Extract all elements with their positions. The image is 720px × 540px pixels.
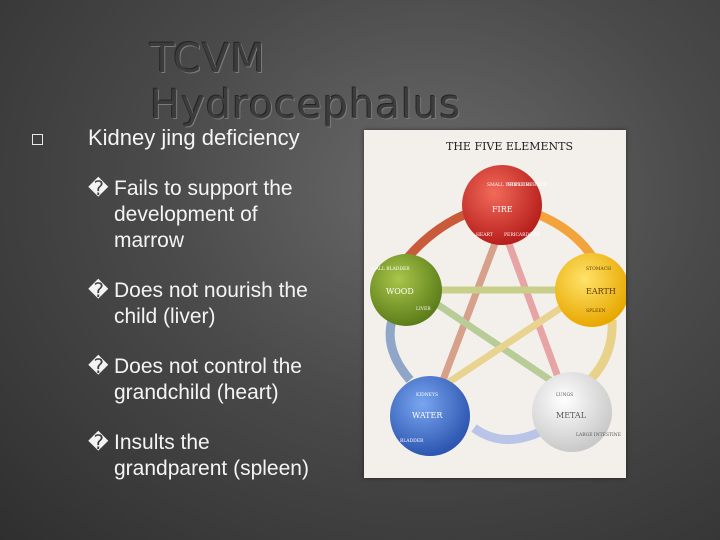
fire-organ-label: SMALL INTESTINE: [487, 182, 532, 188]
sub-bullet-3-line2: grandchild (heart): [114, 381, 279, 404]
earth-organ-label: SPLEEN: [586, 308, 606, 314]
main-bullet-text: Kidney jing deficiency: [88, 125, 300, 150]
metal-sphere: [532, 372, 612, 452]
earth-organ-label: STOMACH: [586, 266, 611, 272]
metal-organ-label: LARGE INTESTINE: [576, 432, 621, 438]
fire-element-label: FIRE: [492, 205, 513, 214]
sub-bullet-2-line1: Does not nourish the: [114, 279, 308, 302]
five-elements-diagram: THE FIVE ELEMENTS SMALL INTESTINE TRIPLE…: [364, 130, 626, 478]
water-element-label: WATER: [412, 411, 443, 420]
wood-element-label: WOOD: [386, 287, 414, 296]
metal-element-label: METAL: [556, 411, 587, 420]
fire-organ-label: HEART: [476, 232, 493, 238]
cycle-arrow: [385, 318, 414, 383]
control-arrow: [498, 223, 566, 390]
fire-sphere: [462, 165, 542, 245]
earth-element-label: EARTH: [586, 287, 616, 296]
sub-bullet-1-line1: Fails to support the: [114, 177, 293, 200]
sub-bullet-2-line2: child (liver): [114, 305, 216, 328]
sub-bullet-1-line2: development of: [114, 203, 258, 226]
sub-bullet-4-line1: Insults the: [114, 431, 210, 454]
sub-bullet-4-line2: grandparent (spleen): [114, 457, 309, 480]
water-organ-label: BLADDER: [400, 438, 424, 444]
water-sphere: [390, 376, 470, 456]
figure-heading: THE FIVE ELEMENTS: [446, 140, 573, 153]
wood-organ-label: GALL BLADDER: [372, 266, 410, 272]
metal-organ-label: LUNGS: [556, 392, 573, 398]
sub-bullet-marker: �: [88, 432, 109, 454]
slide-title: TCVM Hydrocephalus: [150, 36, 462, 128]
sub-bullet-marker: �: [88, 280, 109, 302]
control-arrow: [436, 223, 506, 390]
five-elements-figure: THE FIVE ELEMENTS SMALL INTESTINE TRIPLE…: [364, 130, 626, 478]
cycle-arrow: [471, 424, 547, 444]
bullet-square-icon: [32, 134, 43, 145]
fire-organ-label: TRIPLE BURNER: [507, 182, 548, 188]
control-arrow: [414, 287, 564, 391]
fire-organ-label: PERICARDIUM: [504, 232, 540, 238]
sub-bullet-1-line3: marrow: [114, 229, 185, 252]
sub-bullet-marker: �: [88, 356, 109, 378]
wood-sphere: [370, 254, 442, 326]
cycle-arrow: [586, 319, 617, 384]
sub-bullet-marker: �: [88, 178, 109, 200]
wood-organ-label: LIVER: [416, 306, 431, 312]
earth-sphere: [555, 253, 626, 327]
sub-bullet-3-line1: Does not control the: [114, 355, 302, 378]
water-organ-label: KIDNEYS: [416, 392, 438, 398]
